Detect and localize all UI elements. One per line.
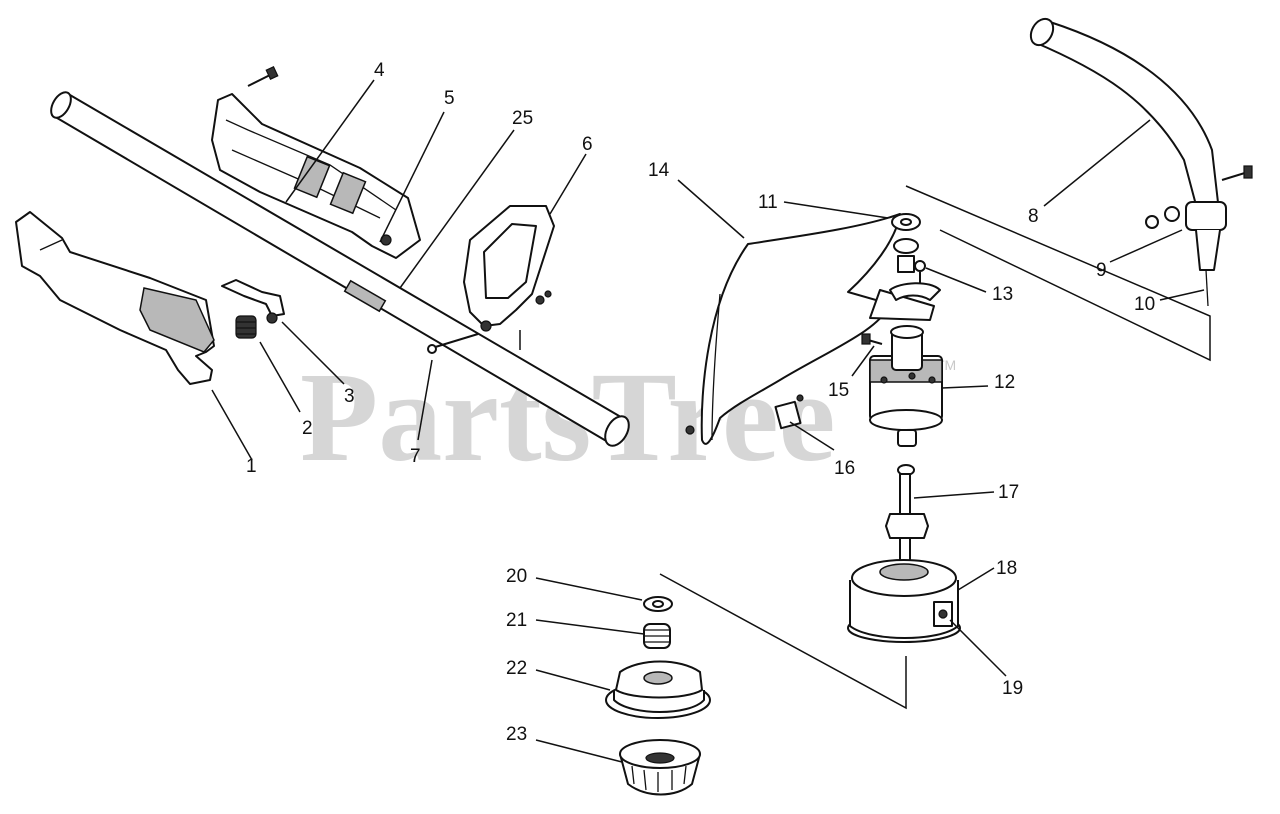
callout-18: 18 [996, 558, 1017, 579]
spool-housing [847, 559, 961, 643]
callout-20: 20 [506, 566, 527, 587]
bent-shaft [1029, 17, 1221, 221]
callout-21: 21 [506, 610, 527, 631]
guard-clip [774, 394, 804, 430]
callout-4: 4 [374, 60, 385, 81]
upper-housing [211, 65, 421, 259]
shaft-tube [50, 91, 630, 447]
leader-lines [211, 79, 1205, 763]
callout-23: 23 [506, 724, 527, 745]
callout-17: 17 [998, 482, 1019, 503]
callout-5: 5 [444, 88, 455, 109]
screw-13 [914, 260, 926, 284]
callout-15: 15 [828, 380, 849, 401]
guard-bracket [889, 282, 941, 301]
callout-22: 22 [506, 658, 527, 679]
debris-guard [685, 213, 935, 445]
callout-10: 10 [1134, 294, 1155, 315]
handle-grip [15, 211, 215, 385]
spool-cap-23 [619, 739, 701, 796]
washer-20 [643, 596, 673, 612]
callout-2: 2 [302, 418, 313, 439]
callout-11: 11 [758, 192, 778, 213]
callout-labels: 1 2 3 4 5 25 6 7 8 9 10 11 13 12 14 15 1… [246, 60, 1155, 745]
callout-3: 3 [344, 386, 355, 407]
callout-8: 8 [1028, 206, 1039, 227]
callout-9: 9 [1096, 260, 1107, 281]
trigger [221, 279, 285, 324]
callout-1: 1 [246, 456, 257, 477]
callout-6: 6 [582, 134, 593, 155]
callout-25: 25 [512, 108, 533, 129]
callout-7: 7 [410, 446, 421, 467]
bolt [427, 333, 479, 354]
callout-12: 12 [994, 372, 1015, 393]
drive-shaft [885, 429, 929, 563]
spool-22 [605, 660, 711, 719]
washer-11 [891, 213, 921, 273]
gear-head [861, 325, 943, 431]
callout-13: 13 [992, 284, 1013, 305]
spring-21 [643, 623, 671, 649]
callout-19: 19 [1002, 678, 1023, 699]
callout-16: 16 [834, 458, 855, 479]
trigger-spring [235, 315, 257, 339]
shaft-clamp [1145, 165, 1253, 307]
callout-14: 14 [648, 160, 670, 181]
loop-handle [463, 205, 555, 332]
assembly-lines [519, 185, 1211, 710]
